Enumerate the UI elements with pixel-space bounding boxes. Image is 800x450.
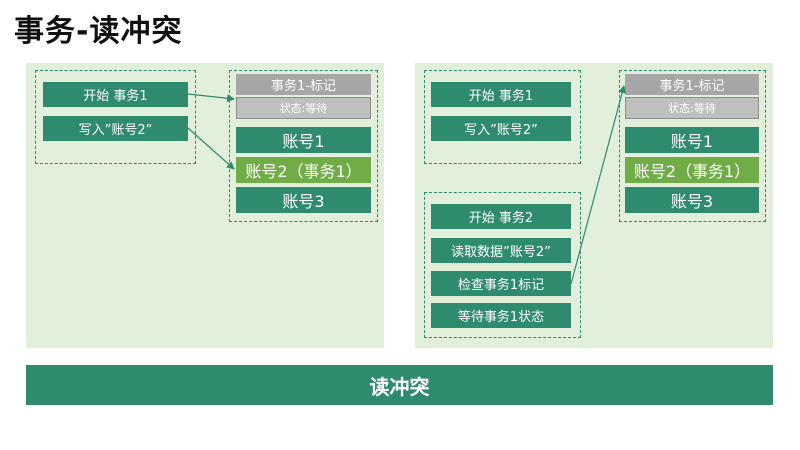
right-table-status: 状态:等待 (625, 97, 759, 119)
right-t2-step-begin: 开始 事务2 (431, 204, 571, 229)
slide-title: 事务-读冲突 (14, 14, 183, 49)
right-t2-step-wait: 等待事务1状态 (431, 303, 571, 328)
right-transaction2-group (424, 192, 581, 338)
left-table-row-1: 账号1 (236, 127, 371, 153)
arrow-write-to-account2 (187, 127, 235, 170)
left-table-row-3: 账号3 (236, 187, 371, 213)
right-table-row-1: 账号1 (625, 127, 759, 153)
right-transaction1-group (424, 70, 581, 164)
right-table-row-2: 账号2（事务1） (625, 157, 759, 183)
left-table-status: 状态:等待 (236, 97, 371, 119)
right-t1-step-begin: 开始 事务1 (431, 82, 571, 107)
right-table-group (619, 70, 766, 222)
left-table-header: 事务1-标记 (236, 74, 371, 95)
right-t1-step-write: 写入”账号2” (431, 116, 571, 141)
right-table-row-3: 账号3 (625, 187, 759, 213)
right-table-header: 事务1-标记 (625, 74, 759, 95)
right-t2-step-read: 读取数据”账号2” (431, 238, 571, 263)
arrow-check-to-header (570, 85, 627, 285)
footer-banner: 读冲突 (26, 365, 773, 405)
left-table-row-2: 账号2（事务1） (236, 157, 371, 183)
right-t2-step-check: 检查事务1标记 (431, 271, 571, 296)
left-t1-step-begin: 开始 事务1 (43, 82, 188, 107)
arrow-begin-to-header (187, 93, 235, 103)
left-transaction1-group (35, 70, 196, 164)
left-table-group (229, 70, 378, 222)
left-t1-step-write: 写入”账号2” (43, 116, 188, 141)
